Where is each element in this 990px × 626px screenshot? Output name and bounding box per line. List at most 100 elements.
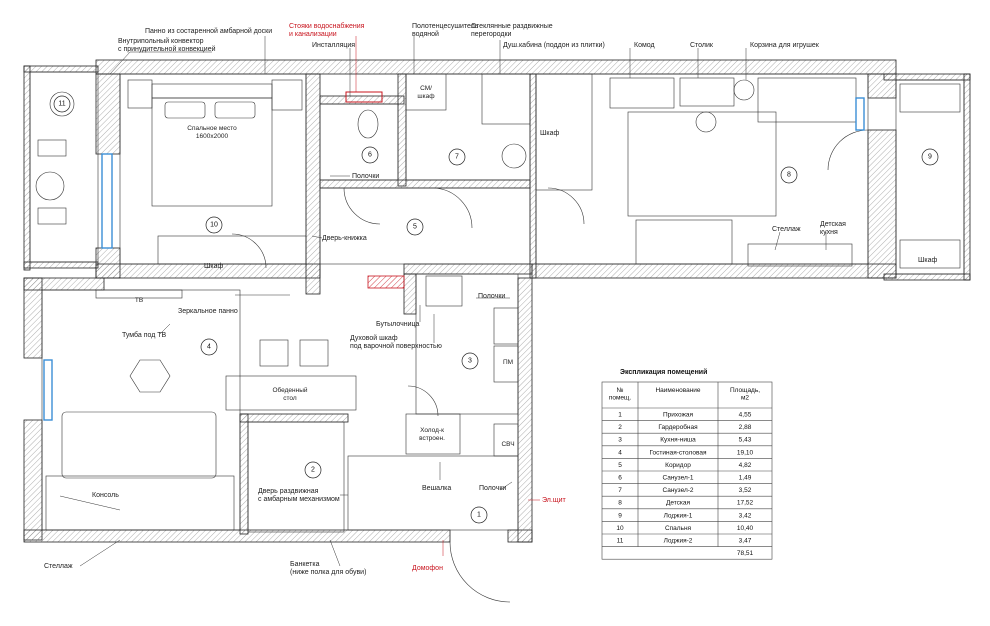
table-cell: Санузел-1 xyxy=(662,475,693,482)
riser-box xyxy=(345,91,383,103)
table-cell: Лоджия-2 xyxy=(664,538,693,545)
room-number: 11 xyxy=(53,95,71,113)
windows xyxy=(43,97,865,421)
svg-text:1: 1 xyxy=(477,512,481,519)
table-cell: Коридор xyxy=(665,462,691,469)
table-cell: 17,52 xyxy=(737,500,754,507)
table-cell: Спальня xyxy=(665,525,692,532)
table-cell: 5 xyxy=(618,462,622,469)
table-cell: 8 xyxy=(618,500,622,507)
callout-labels xyxy=(59,36,827,567)
callout-rack-bottom: Стеллаж xyxy=(44,563,73,570)
table-title: Экспликация помещений xyxy=(620,368,707,376)
interior-lines xyxy=(29,71,965,533)
table-cell: Прихожая xyxy=(663,412,694,419)
table-cell: 2 xyxy=(618,424,622,431)
callout-hanger: Вешалка xyxy=(422,485,451,492)
table-cell: 3,52 xyxy=(739,487,752,494)
svg-text:8: 8 xyxy=(787,172,791,179)
room-number: 9 xyxy=(921,148,939,166)
callout-book-door: Дверь-книжка xyxy=(322,235,367,242)
table-cell: 5,43 xyxy=(739,437,752,444)
callout-toy-basket: Корзина для игрушек xyxy=(750,42,820,49)
callout-el-panel: Эл.щит xyxy=(542,497,566,504)
svg-text:9: 9 xyxy=(928,154,932,161)
table-cell: 9 xyxy=(618,512,622,519)
microwave-label: СВЧ xyxy=(501,441,514,448)
callout-bench: Банкетка(ниже полка для обуви) xyxy=(290,561,366,576)
room-number: 10 xyxy=(205,216,223,234)
table-cell: 11 xyxy=(617,538,624,545)
table-cell: 19,10 xyxy=(737,449,754,456)
table-cell: 7 xyxy=(618,487,622,494)
cm-cabinet-label: СМ/шкаф xyxy=(417,85,435,100)
svg-text:6: 6 xyxy=(368,152,372,159)
svg-text:7: 7 xyxy=(455,154,459,161)
table-cell: Лоджия-1 xyxy=(664,512,693,519)
table-cell: 3,42 xyxy=(739,512,752,519)
room-number: 3 xyxy=(461,352,479,370)
table-cell: 4,55 xyxy=(739,412,752,419)
table-cell: Гостиная-столовая xyxy=(649,449,707,456)
room-number: 6 xyxy=(361,146,379,164)
table-cell: 3,47 xyxy=(739,538,752,545)
table-cell: Детская xyxy=(666,500,691,507)
table-header-cell: Наименование xyxy=(655,387,700,394)
callout-tv-stand: Тумба под ТВ xyxy=(122,331,167,339)
table-total: 78,51 xyxy=(737,550,754,557)
room-number: 4 xyxy=(200,338,218,356)
svg-text:10: 10 xyxy=(210,222,218,229)
bed-outline xyxy=(151,97,273,207)
callout-bottle-holder: Бутылочница xyxy=(376,321,420,328)
table-cell: 10 xyxy=(616,525,624,532)
table-cell: 6 xyxy=(618,475,622,482)
dishwasher-label: ПМ xyxy=(503,359,513,366)
callout-wardrobe-loggia: Шкаф xyxy=(918,257,938,264)
svg-text:11: 11 xyxy=(58,101,65,108)
table-cell: Кухня-ниша xyxy=(660,437,696,444)
callout-wardrobe-kids: Шкаф xyxy=(540,130,560,137)
table-cell: Гардеробная xyxy=(658,423,698,431)
room-number: 2 xyxy=(304,461,322,479)
svg-text:4: 4 xyxy=(207,344,211,351)
room-number: 5 xyxy=(406,218,424,236)
callout-dresser: Комод xyxy=(634,42,655,49)
table-cell: 10,40 xyxy=(737,525,754,532)
table-cell: 2,88 xyxy=(739,424,752,431)
callout-shelves-wc: Полочки xyxy=(352,173,379,180)
callout-intercom: Домофон xyxy=(412,565,443,572)
callout-installation: Инсталляция xyxy=(312,42,355,49)
exterior-walls xyxy=(23,59,971,543)
table-cell: Санузел-2 xyxy=(662,487,693,494)
table-cell: 1 xyxy=(618,412,622,419)
room-numbers: 1 2 3 4 5 6 7 8 9 10 11 xyxy=(53,95,939,524)
svg-text:3: 3 xyxy=(468,358,472,365)
callout-wardrobe-bed: Шкаф xyxy=(204,263,224,270)
callout-shower: Душ.кабина (поддон из плитки) xyxy=(503,41,605,49)
svg-text:2: 2 xyxy=(311,467,315,474)
svg-text:5: 5 xyxy=(413,224,417,231)
callout-panel-barn: Панно из состаренной амбарной доски xyxy=(145,27,272,35)
room-number: 1 xyxy=(470,506,488,524)
callout-mirror-panel: Зеркальное панно xyxy=(178,308,238,315)
table-cell: 1,49 xyxy=(739,475,752,482)
callout-shelves-kitchen: Полочки xyxy=(478,293,505,300)
callout-small-table: Столик xyxy=(690,42,714,49)
callout-texts: Панно из состаренной амбарной доски Внут… xyxy=(44,22,938,576)
callout-rack-kids: Стеллаж xyxy=(772,226,801,233)
callout-shelves-hall: Полочки xyxy=(479,485,506,492)
table-header-cell: Площадь,м2 xyxy=(730,387,760,402)
table-cell: 4 xyxy=(618,449,622,456)
